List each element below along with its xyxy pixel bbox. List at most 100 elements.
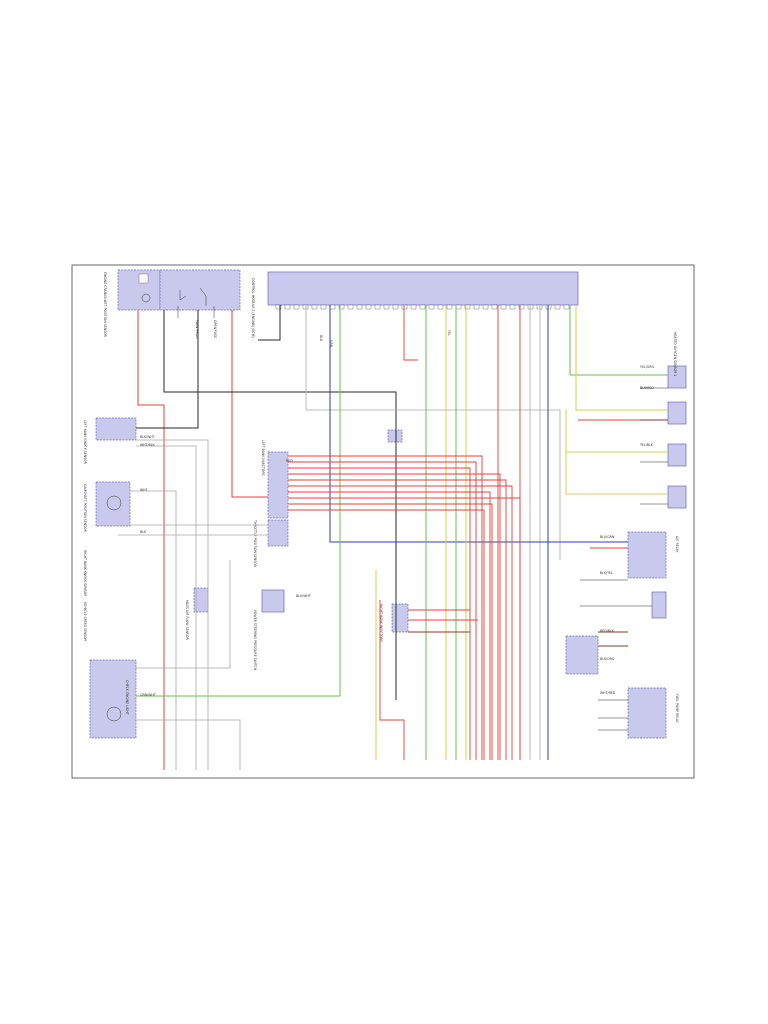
wire-label-red: RED <box>286 459 293 463</box>
relay-switch-symbol <box>177 287 215 318</box>
right-injectors-label: RIGHT BANK INJECTORS <box>379 604 383 642</box>
ecm-pin <box>509 304 516 310</box>
ecm-label: CONTROL MODULE 2 (ENGINE) (ECM) <box>251 278 255 338</box>
wire-label-wht-blk: WHT/BLK <box>140 443 156 447</box>
power-steering-label: POWER STEERING PRESSURE SWITCH <box>253 610 257 671</box>
maf-label: MASS AIR FLOW SENSOR <box>185 600 189 640</box>
wire-red-injector <box>288 491 491 760</box>
camshaft-sensor <box>95 481 131 527</box>
wire-red-injector <box>288 455 483 760</box>
ecm-pin <box>275 304 282 310</box>
wire-red-injector <box>288 509 485 760</box>
canister-valve <box>387 429 403 443</box>
wire-red-injector <box>288 485 513 760</box>
ecm-pin <box>455 304 462 310</box>
sensor-symbol <box>141 293 151 303</box>
wire-yellow-o2a <box>575 305 668 411</box>
right-injectors-module <box>391 603 409 633</box>
wire-label-red-blk: RED/BLK <box>600 629 615 633</box>
wire-label-blu: BLU <box>319 335 323 342</box>
wire-red-injector <box>288 467 471 760</box>
ecm-pin <box>347 304 354 310</box>
o2-1-label: HEATED OXYGEN SENSOR 1 <box>673 332 677 376</box>
ecm-pin <box>428 304 435 310</box>
check-engine-light <box>89 659 137 739</box>
ecm-pin <box>563 304 570 310</box>
ecm-pin <box>302 304 309 310</box>
wire-red-main <box>137 310 165 770</box>
speed-sensor-label: VEHICLE SPEED SENSOR <box>83 602 87 642</box>
wire-green-o2 <box>569 305 668 376</box>
left-injectors-label: LEFT BANK INJECTORS <box>261 440 265 476</box>
ecm-pin <box>473 304 480 310</box>
wire-gray-6 <box>136 560 231 669</box>
wire-red-injector <box>288 461 477 760</box>
ecm-pin <box>284 304 291 310</box>
wire-red-relay <box>231 310 268 498</box>
wire-harness <box>118 305 668 770</box>
ecm-pin <box>374 304 381 310</box>
ecm-pin-row <box>275 304 570 310</box>
ecm-pin <box>365 304 372 310</box>
fuel-pump-relay-label: FUEL PUMP RELAY <box>675 694 679 723</box>
wire-label-blk: BLK <box>140 530 147 534</box>
lamp-symbol <box>106 706 122 722</box>
wire-red-injector <box>288 479 507 760</box>
wire-label-blk-wht: BLK/WHT <box>140 435 155 439</box>
wire-red-injector <box>288 473 501 760</box>
wire-label-yel-blk: YEL/BLK <box>640 443 654 447</box>
ecm-pin <box>419 304 426 310</box>
diagram-frame <box>71 264 695 779</box>
wire-label-blu-wht: BLU/WHT <box>296 594 311 598</box>
ecm-pin <box>464 304 471 310</box>
o2-sensor-1 <box>667 365 687 389</box>
wire-label-wht: WHT <box>140 488 148 492</box>
wire-label-wht-red: WHT/RED <box>600 691 616 695</box>
camshaft-label: CAMSHAFT POSITION SENSOR <box>83 484 87 533</box>
wire-blue-1 <box>329 305 628 543</box>
ecm-module <box>267 271 579 306</box>
ecm-pin <box>320 304 327 310</box>
left-knock-sensor <box>95 417 137 441</box>
wire-gray-1 <box>136 439 209 770</box>
wire-black-ecm <box>258 305 281 341</box>
wire-label-yel: YEL <box>447 330 451 336</box>
main-relay-label: MAIN RELAY <box>195 320 199 339</box>
ecm-pin <box>437 304 444 310</box>
ac-relay-module <box>627 531 667 579</box>
ecm-junction-module <box>565 635 599 675</box>
wire-label-grn-wht: GRN/WHT <box>140 693 156 697</box>
wire-label-blk-red: BLK/RED <box>640 386 654 390</box>
o2-sensor-2 <box>667 401 687 425</box>
ecm-pin <box>311 304 318 310</box>
wire-red-ecm1 <box>403 305 418 361</box>
left-injectors-module <box>267 451 289 519</box>
ecm-pin <box>518 304 525 310</box>
wire-gray-7 <box>136 719 241 770</box>
camshaft-symbol <box>106 495 122 511</box>
wire-green-1 <box>136 305 341 697</box>
wire-black-2 <box>136 310 199 429</box>
crank-sensor-label: ENGINE CRANKSHAFT POSITION SENSOR <box>103 272 107 338</box>
wire-red-right <box>379 600 405 760</box>
ecm-pin <box>482 304 489 310</box>
ecm-pin <box>383 304 390 310</box>
wire-color-labels: RED BLK/WHT WHT/BLK WHT BLK GRN/WHT BLU/… <box>140 330 654 697</box>
wire-gray-2 <box>136 445 197 770</box>
wire-label-blk-org: BLK/ORG <box>600 657 615 661</box>
main-relay-module <box>159 269 241 311</box>
ecm-pin <box>401 304 408 310</box>
ecm-pin <box>410 304 417 310</box>
wire-label-blu-grn: BLU/GRN <box>600 535 615 539</box>
ecm-pin <box>491 304 498 310</box>
ecm-pin <box>527 304 534 310</box>
ecm-pin <box>554 304 561 310</box>
main-relay-sub: OPEN FUSE <box>213 320 217 338</box>
left-knock-label: LEFT BANK KNOCK SENSOR <box>83 420 87 465</box>
wire-label-yel-grn: YEL/GRN <box>640 365 654 369</box>
right-knock-label: RIGHT BANK KNOCK SENSOR <box>83 550 87 597</box>
ac-relay-label: A/C RELAY <box>675 536 679 553</box>
idle-control-module <box>651 591 667 619</box>
sensor-box <box>138 273 149 284</box>
